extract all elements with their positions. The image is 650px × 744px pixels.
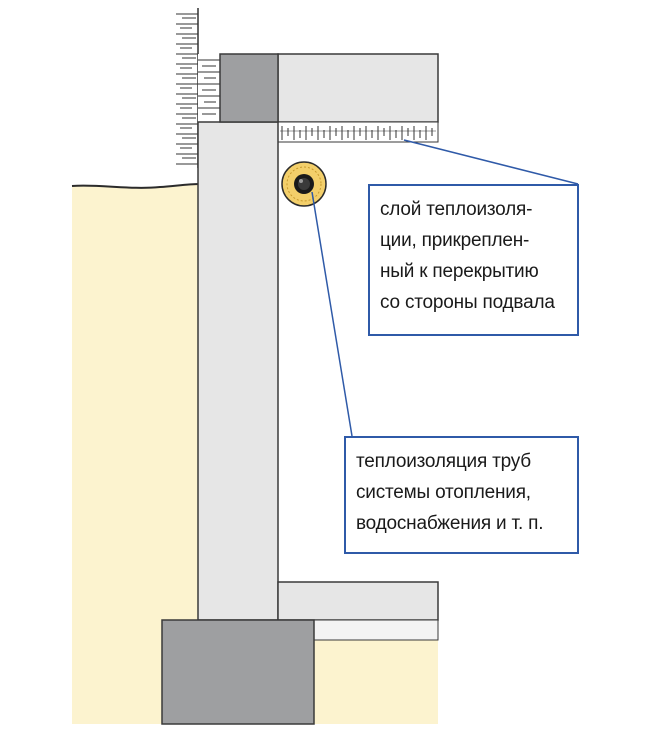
ceiling-insulation-hatch [280, 126, 436, 140]
leader-ceiling-insulation [403, 139, 579, 185]
leader-pipe-insulation [311, 191, 353, 437]
label-pipe-insulation: теплоизоляция труб системы отопления, во… [344, 436, 579, 554]
label-ceiling-insulation-line-1: слой теплоизоля- [380, 199, 533, 220]
insulated-pipe [281, 161, 327, 207]
ground-surface-line [71, 183, 201, 189]
label-ceiling-insulation-line-2: ции, прикреплен- [380, 230, 530, 251]
ceiling-slab [277, 53, 439, 123]
brick-infill [198, 54, 220, 122]
label-ceiling-insulation-line-4: со стороны подвала [380, 292, 555, 313]
exterior-soil [72, 184, 200, 724]
label-ceiling-insulation-line-3: ный к перекрытию [380, 261, 539, 282]
brick-courses [176, 13, 198, 165]
label-pipe-insulation-line-3: водоснабжения и т. п. [356, 513, 544, 534]
brick-infill-courses [198, 59, 220, 115]
basement-soil [314, 640, 438, 724]
foundation-footing [161, 619, 315, 725]
label-ceiling-insulation: слой теплоизоля- ции, прикреплен- ный к … [368, 184, 579, 336]
label-pipe-insulation-line-2: системы отопления, [356, 482, 531, 503]
basement-floor-slab [277, 581, 439, 621]
foundation-wall [197, 121, 279, 621]
floor-bedding-layer [313, 619, 439, 641]
ring-beam [219, 53, 279, 123]
label-pipe-insulation-line-1: теплоизоляция труб [356, 451, 531, 472]
